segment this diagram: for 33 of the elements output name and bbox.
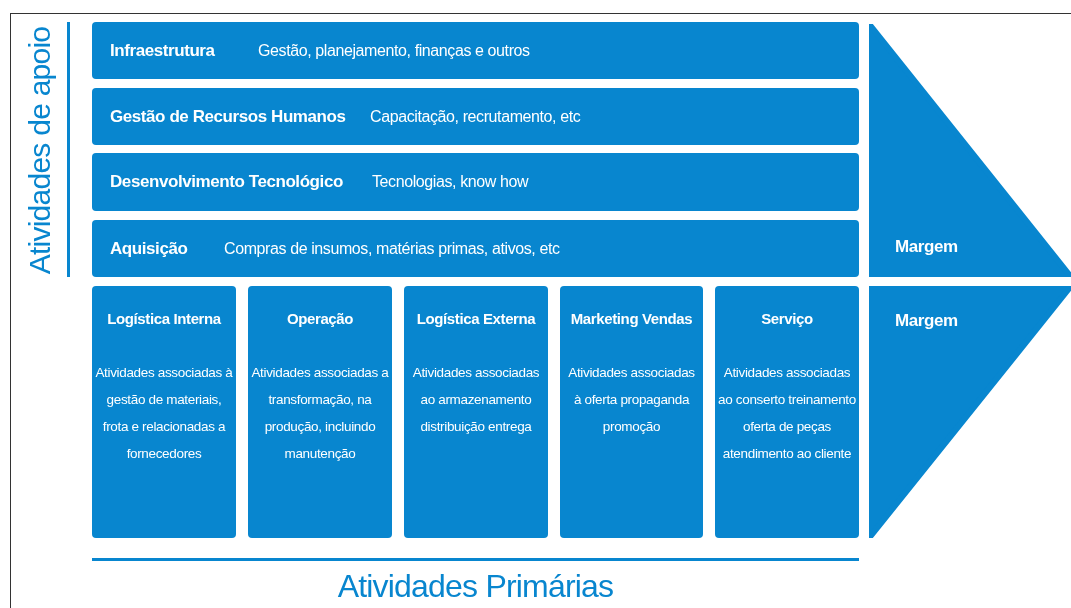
activity-description: Tecnologias, know how — [372, 172, 529, 192]
support-activity-bar — [92, 153, 859, 211]
activity-title: Serviço — [761, 309, 813, 329]
margin-triangle — [869, 286, 1071, 538]
primary-activity-card — [248, 286, 392, 538]
primary-activity-card — [560, 286, 703, 538]
margin-label: Margem — [895, 310, 958, 332]
activity-description: Atividades associadas à oferta propaganda promoção — [567, 363, 696, 436]
activity-title: Desenvolvimento Tecnológico — [110, 171, 344, 194]
activity-title: Gestão de Recursos Humanos — [110, 105, 347, 128]
activity-description: Compras de insumos, matérias primas, ativos, etc — [224, 238, 560, 259]
support-activity-bar — [92, 22, 859, 79]
activity-description: Atividades associadas ao conserto treinamento oferta de peças atendimento ao cliente — [718, 363, 856, 463]
primary-activity-card — [404, 286, 548, 538]
primary-activity-card — [715, 286, 859, 538]
support-activity-bar — [92, 88, 859, 145]
margin-label: Margem — [895, 235, 958, 258]
activity-title: Operação — [286, 309, 354, 329]
axis-label: Atividades de apoio — [22, 26, 58, 274]
support-activity-bar — [92, 220, 859, 277]
activity-title: Logística Externa — [416, 309, 536, 329]
activity-description: Atividades associadas a transformação, na produção, incluindo manutenção — [251, 363, 389, 463]
activity-description: Gestão, planejamento, finanças e outros — [258, 40, 530, 61]
activity-title: Marketing Vendas — [570, 309, 693, 329]
activity-title: Infraestrutura — [110, 39, 216, 62]
axis-label: Atividades Primárias — [336, 567, 615, 606]
activity-description: Atividades associadas à gestão de materiais, frota e relacionadas a fornecedores — [95, 363, 233, 463]
activity-description: Atividades associadas ao armazenamento distribuição entrega — [411, 363, 541, 436]
activity-title: Aquisição — [110, 237, 189, 260]
margin-triangle — [869, 24, 1071, 277]
activity-description: Capacitação, recrutamento, etc — [370, 106, 581, 127]
activity-title: Logística Interna — [107, 309, 221, 329]
primary-activity-card — [92, 286, 236, 538]
